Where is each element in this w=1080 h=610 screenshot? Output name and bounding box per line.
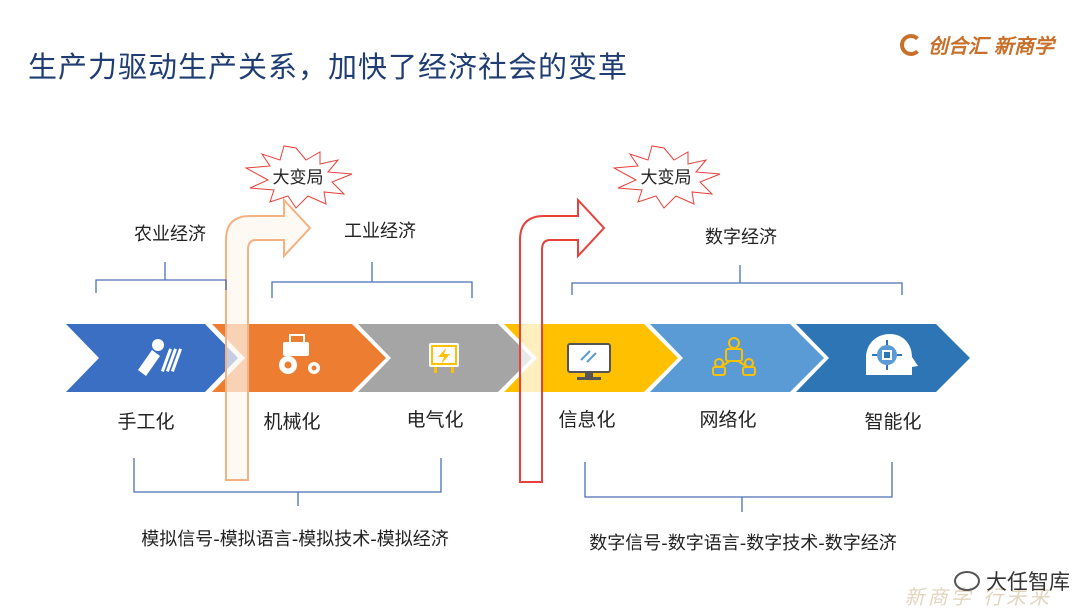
logo-mark-icon	[900, 33, 922, 56]
logo-brand: 创合汇	[928, 34, 988, 58]
economy-label-digital: 数字经济	[705, 227, 777, 248]
ai-head-icon	[866, 334, 918, 375]
burst-shape-1	[244, 145, 353, 209]
stage-label-information: 信息化	[558, 409, 615, 431]
electric-panel-icon	[429, 343, 459, 373]
tractor-icon	[279, 334, 320, 374]
transition-arrow-industrial	[225, 197, 312, 481]
burst-shape-2	[612, 145, 721, 209]
economy-label-agricultural: 农业经济	[134, 224, 206, 245]
brace-agricultural	[95, 262, 227, 293]
watermark-account-name: 大任智库	[986, 570, 1070, 594]
watermark-faint: 新商学 行未来	[904, 585, 1052, 609]
wechat-icon	[954, 571, 980, 591]
computer-monitor-icon	[567, 343, 611, 380]
brace-analog	[133, 458, 442, 506]
chevron-network	[650, 324, 824, 392]
farming-tools-icon	[138, 339, 182, 376]
stage-label-intelligent: 智能化	[864, 411, 921, 433]
stage-label-network: 网络化	[699, 409, 756, 431]
logo-sub: 新商学	[994, 34, 1054, 58]
burst-label-1: 大变局	[273, 168, 324, 188]
brace-industrial	[271, 262, 473, 298]
analog-chain-label: 模拟信号-模拟语言-模拟技术-模拟经济	[141, 529, 448, 550]
brace-digital	[571, 265, 903, 295]
economy-label-industrial: 工业经济	[344, 221, 416, 242]
burst-label-2: 大变局	[641, 168, 692, 188]
brand-logo: 创合汇 新商学	[900, 30, 1054, 59]
network-people-icon	[712, 337, 756, 376]
stage-label-mechanical: 机械化	[263, 411, 320, 433]
digital-chain-label: 数字信号-数字语言-数字技术-数字经济	[589, 533, 896, 554]
watermark-account: 大任智库	[954, 566, 1070, 596]
page-title: 生产力驱动生产关系，加快了经济社会的变革	[28, 50, 629, 84]
brace-digital-bottom	[584, 462, 893, 512]
chevron-mechanical	[212, 324, 386, 392]
stage-label-electric: 电气化	[406, 409, 463, 431]
transition-arrow-digital	[519, 197, 606, 483]
stage-label-manual: 手工化	[117, 411, 174, 433]
